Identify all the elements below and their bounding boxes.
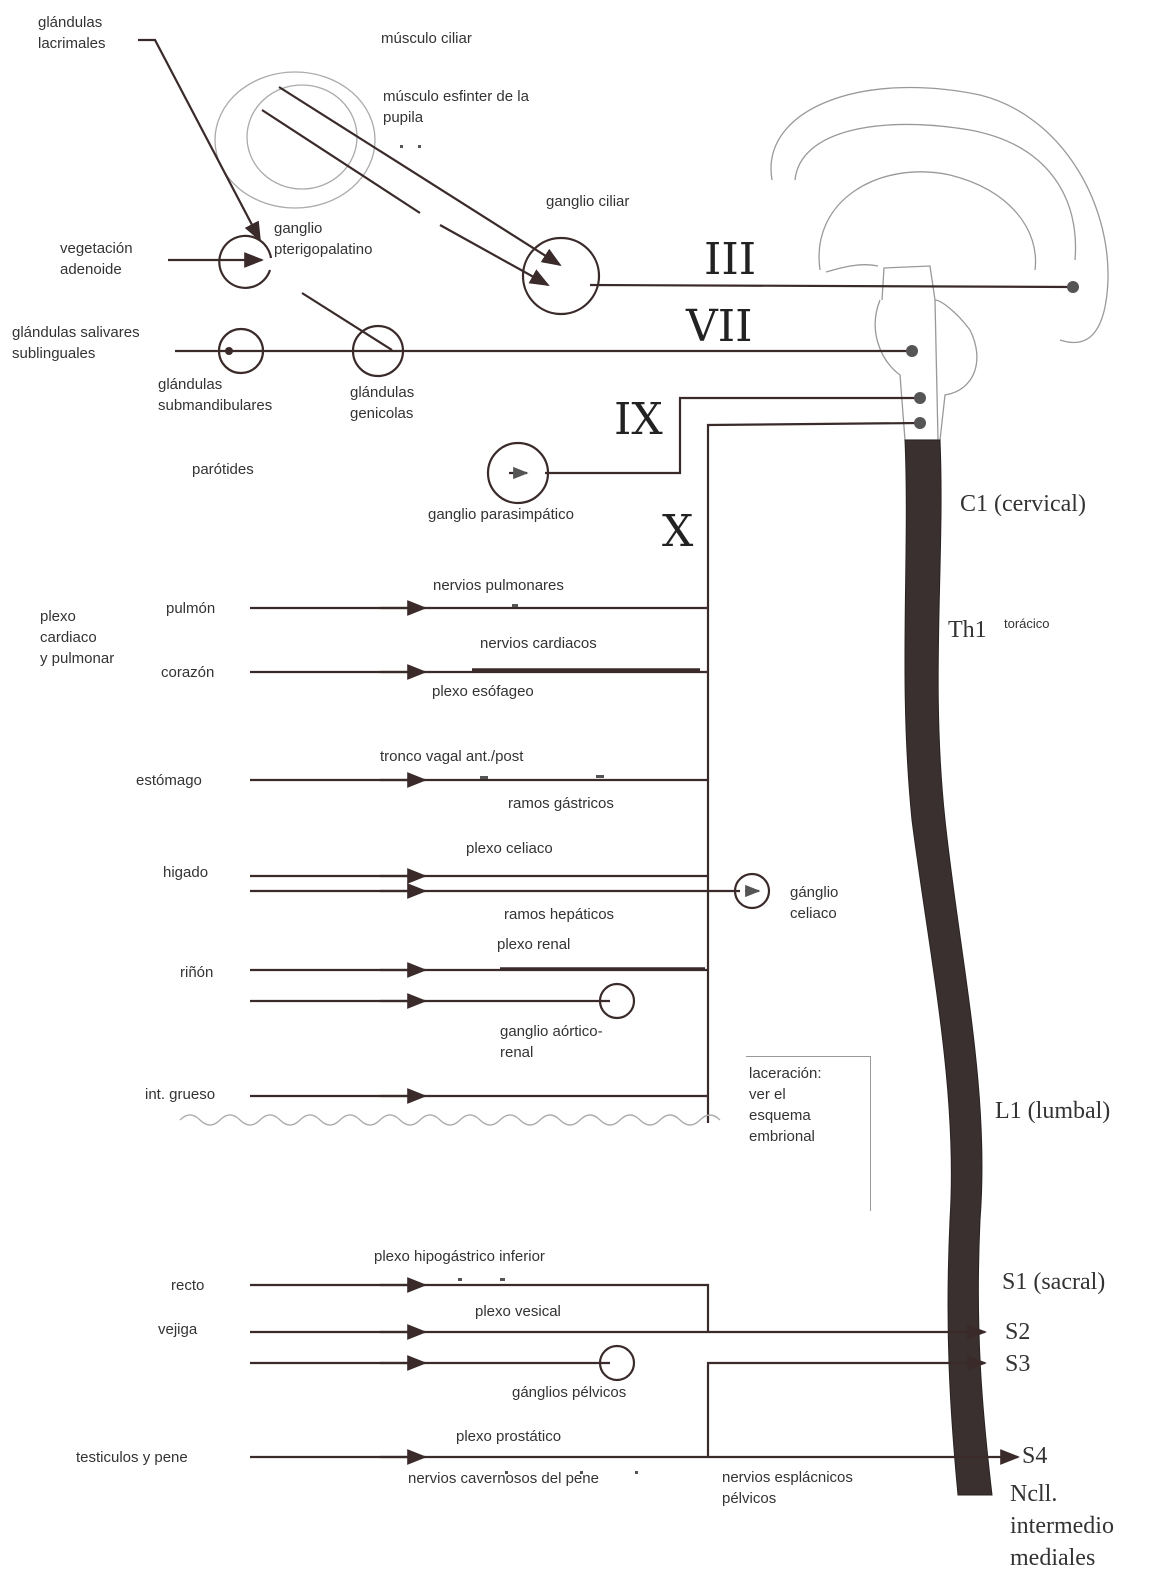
thoracic-branches xyxy=(250,600,708,680)
nerve-vii xyxy=(175,292,918,378)
laceration-box xyxy=(746,1056,871,1211)
stray-marks xyxy=(400,145,638,1474)
label-c1: C1 (cervical) xyxy=(960,491,1086,517)
label-s2: S2 xyxy=(1005,1319,1031,1345)
label-plexo-hipogastrico: plexo hipogástrico inferior xyxy=(374,1248,545,1265)
label-iii: III xyxy=(704,234,757,285)
label-glandulas-salivares: glándulas salivares sublinguales xyxy=(12,324,140,362)
label-nervios-pulmonares: nervios pulmonares xyxy=(433,577,564,594)
label-plexo-prostatico: plexo prostático xyxy=(456,1428,562,1445)
label-laceracion: laceración: ver el esquema embrional xyxy=(749,1065,822,1145)
label-nervios-cardiacos: nervios cardiacos xyxy=(480,635,597,652)
label-s3: S3 xyxy=(1005,1351,1031,1377)
label-ncll: Ncll. intermedio mediales xyxy=(1010,1481,1114,1571)
label-glandulas-genicolas: glándulas genicolas xyxy=(350,384,415,422)
label-s4: S4 xyxy=(1022,1443,1048,1469)
label-nervios-cavernosos: nervios cavernosos del pene xyxy=(408,1470,599,1487)
label-th1-superscript: torácico xyxy=(1004,616,1050,631)
label-plexo-celiaco: plexo celiaco xyxy=(466,840,553,857)
label-vegetacion-adenoide: vegetación adenoide xyxy=(60,240,133,278)
label-l1: L1 (lumbal) xyxy=(995,1098,1111,1124)
label-ganglio-celiaco: gánglio celiaco xyxy=(790,884,839,922)
label-plexo-cardiaco: plexo cardiaco y pulmonar xyxy=(40,608,115,667)
label-s1: S1 (sacral) xyxy=(1002,1269,1106,1295)
laceration-wave xyxy=(179,1114,721,1126)
label-th1: Th1 xyxy=(948,617,987,643)
label-vejiga: vejiga xyxy=(158,1321,198,1338)
label-rinon: riñón xyxy=(180,964,214,981)
brain-outline xyxy=(770,86,1109,441)
label-plexo-esofageo: plexo esófageo xyxy=(432,683,534,700)
label-tronco-vagal: tronco vagal ant./post xyxy=(380,748,524,765)
label-ramos-gastricos: ramos gástricos xyxy=(508,795,614,812)
label-vii: VII xyxy=(686,301,753,352)
label-ramos-hepaticos: ramos hepáticos xyxy=(504,906,615,923)
spinal-cord xyxy=(904,439,993,1496)
label-parotides: parótides xyxy=(192,461,254,478)
label-plexo-vesical: plexo vesical xyxy=(475,1303,561,1320)
label-ix: IX xyxy=(614,394,663,445)
label-ganglio-pterigopalatino: ganglio pterigopalatino xyxy=(274,220,373,258)
nerve-x xyxy=(706,417,926,1123)
eye-outline xyxy=(214,71,376,209)
label-recto: recto xyxy=(171,1277,205,1294)
label-nervios-esplacnicos: nervios esplácnicos pélvicos xyxy=(722,1469,853,1507)
label-ganglio-aortico: ganglio aórtico- renal xyxy=(500,1023,603,1061)
label-estomago: estómago xyxy=(136,772,202,789)
label-musculo-ciliar: músculo ciliar xyxy=(381,30,472,47)
label-ganglio-parasimpatico: ganglio parasimpático xyxy=(428,506,574,523)
label-corazon: corazón xyxy=(161,664,215,681)
label-testiculos: testiculos y pene xyxy=(76,1449,188,1466)
pelvic-branches xyxy=(250,1277,1020,1465)
label-ganglios-pelvicos: gánglios pélvicos xyxy=(512,1384,627,1401)
label-musculo-esfinter: músculo esfinter de la pupila xyxy=(383,88,529,126)
label-plexo-renal: plexo renal xyxy=(497,936,571,953)
label-glandulas-lacrimales: glándulas lacrimales xyxy=(38,14,106,52)
label-pulmon: pulmón xyxy=(166,600,216,617)
label-ganglio-ciliar: ganglio ciliar xyxy=(546,193,630,210)
label-x: X xyxy=(662,506,694,557)
nerve-iii xyxy=(261,86,1079,316)
nerve-ix xyxy=(486,392,926,505)
abdominal-branches xyxy=(250,772,771,1104)
label-glandulas-submandibulares: glándulas submandibulares xyxy=(158,376,273,414)
label-higado: higado xyxy=(163,864,209,881)
label-int-grueso: int. grueso xyxy=(145,1086,216,1103)
nerve-lacrimal xyxy=(138,38,273,289)
